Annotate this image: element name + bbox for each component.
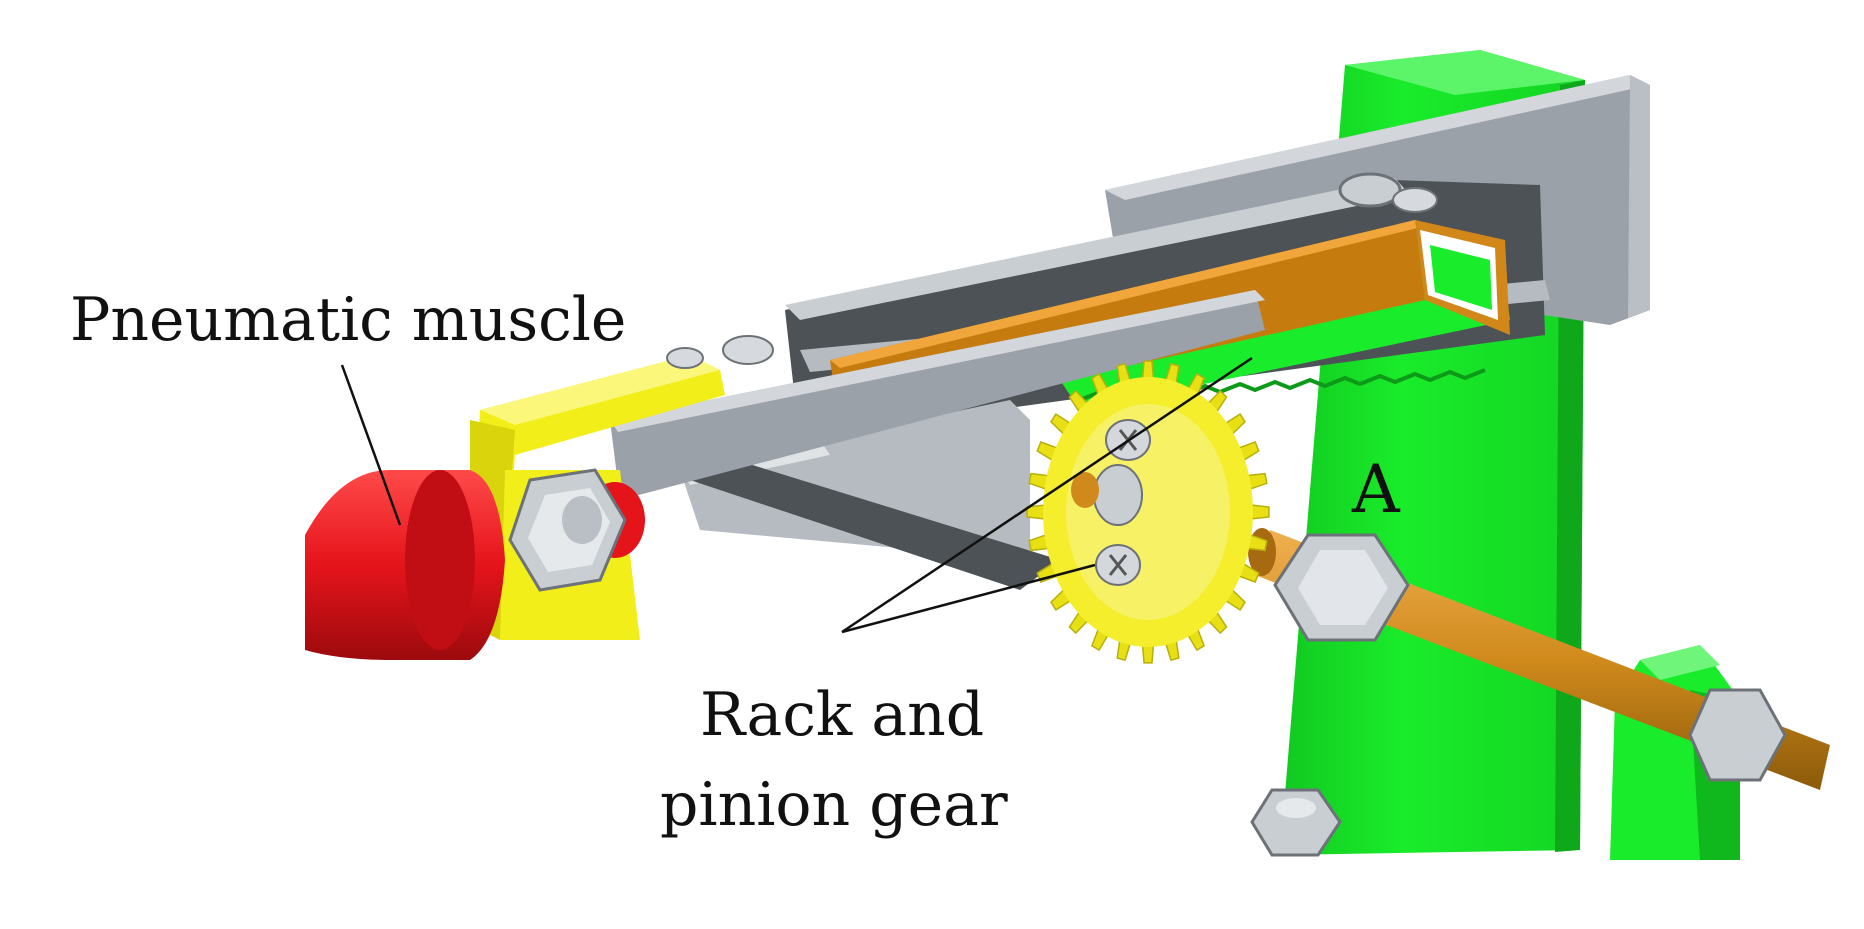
gear-label-line1: Rack and <box>700 680 984 750</box>
clamp-bolts <box>666 335 774 369</box>
muscle-label: Pneumatic muscle <box>70 285 626 355</box>
slider-bar <box>610 290 1265 500</box>
rack-callout-line <box>841 356 1253 634</box>
pinion-callout-line <box>841 563 1096 634</box>
callout-lines <box>340 356 1253 634</box>
pinion-gear <box>1026 360 1270 664</box>
top-bolts <box>1338 172 1438 213</box>
drive-shaft <box>1248 528 1830 790</box>
point-a-label: A <box>1351 451 1401 528</box>
frame-bolt-nut <box>1250 788 1342 857</box>
clamp-nut <box>508 468 627 592</box>
muscle-callout-line <box>340 364 402 526</box>
gear-label-line2: pinion gear <box>660 770 1008 840</box>
